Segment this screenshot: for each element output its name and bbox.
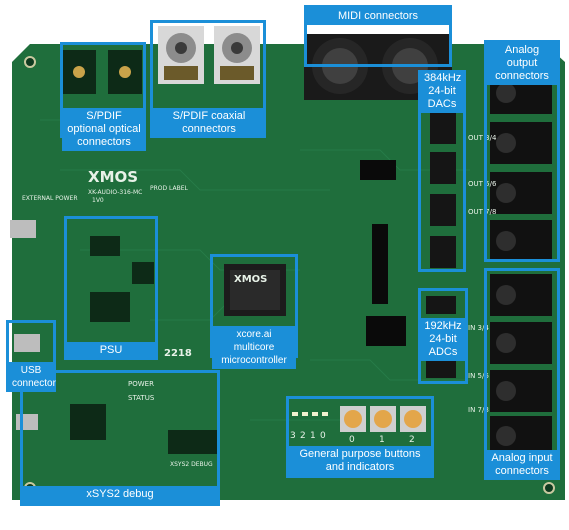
optical-connectors <box>62 50 142 94</box>
silk-out34: OUT 3/4 <box>468 134 497 142</box>
dac-label: 384kHz 24-bit DACs <box>420 70 464 113</box>
adc-label: 192kHz 24-bit ADCs <box>420 318 466 361</box>
silk-power: POWER <box>128 380 154 388</box>
xcore-chip <box>224 264 286 316</box>
silk-status: STATUS <box>128 394 155 402</box>
analog-input-label: Analog input connectors <box>486 450 558 480</box>
silk-out56: OUT 5/6 <box>468 180 497 188</box>
midi-frame <box>304 5 452 67</box>
model-silk: XK-AUDIO-316-MC <box>88 189 142 196</box>
silk-in56: IN 5/6 <box>468 372 489 380</box>
psu-label: PSU <box>66 342 156 359</box>
psu-frame <box>64 216 158 360</box>
button-number-0: 0 <box>349 435 355 445</box>
dac-chips <box>430 112 456 268</box>
status-leds <box>292 412 328 416</box>
analog-output-label: Analog output connectors <box>486 42 558 85</box>
buttons-label: General purpose buttons and indicators <box>288 446 432 476</box>
silk-date: 2218 <box>164 348 192 359</box>
spdif-coaxial-label: S/PDIF coaxial connectors <box>152 108 266 138</box>
adc-chips <box>426 296 456 378</box>
analog-output-frame <box>484 40 560 262</box>
psu-components <box>90 236 154 322</box>
external-power-silk: EXTERNAL POWER <box>22 195 78 202</box>
silk-in34: IN 3/4 <box>468 324 489 332</box>
buttons-frame <box>286 396 434 478</box>
led-number-2: 2 <box>300 431 306 441</box>
usb-label: USB connector <box>8 362 56 392</box>
silk-xsys2: XSYS2 DEBUG <box>170 461 213 468</box>
xcore-label: xcore.ai multicore microcontroller <box>212 326 296 369</box>
silk-in78: IN 7/8 <box>468 406 489 414</box>
analog-input-jacks <box>490 274 552 456</box>
pcb-outline <box>12 44 565 500</box>
coaxial-connectors <box>158 26 260 84</box>
mount-hole <box>24 56 36 68</box>
led-number-1: 1 <box>310 431 316 441</box>
push-buttons <box>340 406 426 432</box>
xsys2-components <box>70 404 218 454</box>
button-number-1: 1 <box>379 435 385 445</box>
pin-headers <box>360 160 406 346</box>
adc-frame <box>418 288 468 384</box>
xsys2-label: xSYS2 debug <box>22 486 218 503</box>
brand-silk: XMOS <box>88 168 138 186</box>
button-number-2: 2 <box>409 435 415 445</box>
mount-hole <box>543 482 555 494</box>
xsys2-frame <box>20 370 220 506</box>
spdif-optical-label: S/PDIF optional optical connectors <box>62 108 146 151</box>
silk-out78: OUT 7/8 <box>468 208 496 216</box>
prod-label-silk: PROD LABEL <box>150 185 189 192</box>
analog-input-frame <box>484 268 560 480</box>
midi-label: MIDI connectors <box>306 8 450 25</box>
revision-silk: 1V0 <box>92 197 104 204</box>
led-number-3: 3 <box>290 431 296 441</box>
chip-brand-silk: XMOS <box>234 274 267 285</box>
led-number-0: 0 <box>320 431 326 441</box>
